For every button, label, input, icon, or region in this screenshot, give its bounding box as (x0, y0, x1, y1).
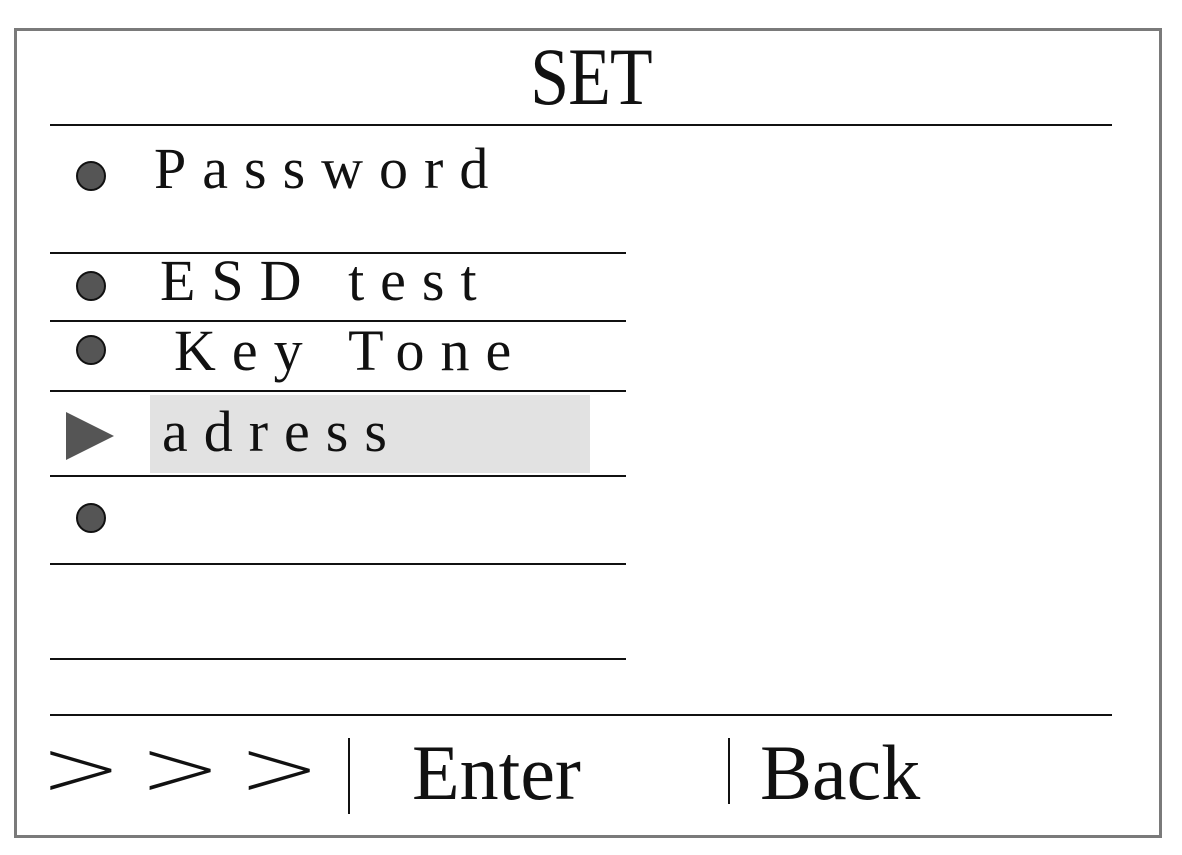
softkey-back[interactable]: Back (760, 729, 921, 816)
menu-item-label: Key Tone (174, 318, 528, 383)
softkey-nav[interactable]: >>> (40, 724, 338, 814)
circle-bullet-icon (76, 503, 106, 533)
softkey-enter[interactable]: Enter (412, 729, 581, 816)
header-divider (50, 124, 1112, 126)
circle-bullet-icon (76, 335, 106, 365)
screen-frame (14, 28, 1162, 838)
circle-bullet-icon (76, 271, 106, 301)
row-divider (50, 475, 626, 477)
page-title: SET (530, 31, 652, 122)
row-divider (50, 563, 626, 565)
selection-highlight (150, 395, 590, 473)
row-divider (50, 658, 626, 660)
softkey-separator (728, 738, 730, 804)
menu-item-label: Password (154, 136, 505, 201)
menu-item-label: ESD test (160, 248, 493, 313)
softkey-separator (348, 738, 350, 814)
row-divider (50, 252, 626, 254)
footer-divider (50, 714, 1112, 716)
menu-item-label: adress (162, 399, 403, 464)
row-divider (50, 320, 626, 322)
triangle-pointer-icon (66, 412, 114, 460)
circle-bullet-icon (76, 161, 106, 191)
row-divider (50, 390, 626, 392)
